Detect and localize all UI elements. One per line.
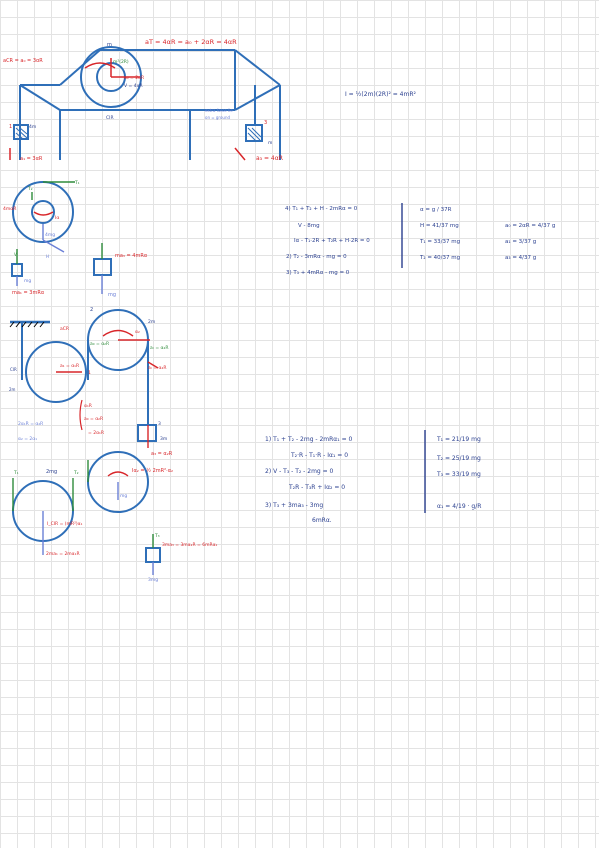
p2-alpha2: α₂ <box>135 330 140 335</box>
fbd-m3: ma₃ = 4mRα <box>115 253 148 259</box>
fbd2-t1: T₁ <box>13 470 19 476</box>
p2-brace-2: a₀ = α₂R <box>84 416 103 422</box>
part2-block-3 <box>137 424 157 442</box>
part1-fbd <box>11 181 112 277</box>
part1-diagram <box>13 46 281 160</box>
p1-eq-1: 4) T₁ + T₂ + H - 2mRα = 0 <box>285 206 358 212</box>
part2-equations: 1) T₁ + T₂ - 2mg - 2mRα₁ = 0 T₂·R - T₁·R… <box>265 436 353 524</box>
p1-alpha: α = g / 37R <box>420 207 452 213</box>
p1-at: a₀ = 2αR = 4/37 g <box>505 223 555 229</box>
p2-block-mass: 3m <box>160 436 167 442</box>
fbd-t1: T₁ <box>74 180 80 186</box>
block-3 <box>245 124 263 142</box>
p1-eq-2: V - 8mg <box>298 223 320 229</box>
p2-eq-6: 6mRα. <box>312 517 332 524</box>
p1-t1: T₁ = 33/37 mg <box>419 239 460 245</box>
fbd2-ia: Iα₂ = ½ 2mR²·α₂ <box>132 467 173 474</box>
fbd2-t2: T₂ <box>73 470 79 476</box>
p2-label-2: 2 <box>90 307 93 313</box>
fbd2-cir: I_CIR = (mR²)α₁ <box>47 521 83 527</box>
p1-h: H = 41/37 mg <box>420 223 459 229</box>
p2-eq-3: 2) V - T₃ - T₂ - 2mg = 0 <box>265 468 334 475</box>
fbd2-mass2: 2mg <box>46 469 57 475</box>
a3-label: a₃ = 4αR <box>256 155 283 162</box>
p2-eq-alpha: 2α₁R = α₂R <box>18 421 43 427</box>
p2-a3: a₃ = α₂R <box>151 451 173 457</box>
m2r-label: m²(2R) <box>113 59 129 65</box>
p2-eq-1: 1) T₁ + T₂ - 2mg - 2mRα₁ = 0 <box>265 436 353 443</box>
acr-label: aCR = a₀ = 3αR <box>3 58 43 64</box>
p1-eq-3: Iα - T₁·2R + T₂R + H·2R = 0 <box>294 238 370 244</box>
part1-equations: 4) T₁ + T₂ + H - 2mRα = 0 V - 8mg Iα - T… <box>285 206 370 276</box>
fbd-block-1 <box>11 263 23 277</box>
block-1 <box>13 124 29 140</box>
p2-eq-2: T₂·R - T₁·R - Iα₁ = 0 <box>290 452 348 459</box>
fbd2-block <box>145 547 161 563</box>
cir-label: CIR <box>106 115 114 121</box>
block1-mass: 4m <box>29 124 36 130</box>
center-label: m <box>107 42 112 48</box>
p1-a1: a₁ = 3/37 g <box>505 239 536 245</box>
p2-res-t1: T₁ = 21/19 mg <box>436 436 481 443</box>
p1-a3: a₃ = 4/37 g <box>505 255 536 261</box>
p2-eq-4: T₂R - T₃R + Iα₂ = 0 <box>288 484 345 491</box>
block3-mass: m <box>268 141 272 146</box>
part2-results: T₁ = 21/19 mg T₂ = 25/19 mg T₃ = 33/19 m… <box>436 436 481 510</box>
p2-eq-5: 3) T₃ + 3ma₃ - 3mg <box>265 502 323 509</box>
fbd-mass-label: 4mαR <box>3 206 16 212</box>
fbd2-m3: 3ma₃ = 3mα₂R = 6mRα₁ <box>162 542 218 548</box>
block1-num: 1 <box>9 124 12 130</box>
fbd-ma1: ma₁ = 3mRα <box>12 290 45 296</box>
big-pulley <box>80 46 142 108</box>
at-formula: aT = 4αR = a₀ + 2αR = 4αR <box>145 38 237 46</box>
block3-num: 3 <box>264 120 267 126</box>
v-label: V = 4αR <box>124 83 143 89</box>
fbd2-ma: 2ma₁ = 2mα₁R <box>46 551 80 557</box>
a1-label: a₁ = 3αR <box>20 156 43 162</box>
p2-res-t2: T₂ = 25/19 mg <box>436 455 481 462</box>
inertia-formula: I = ½(2m)(2R)² = 4mR² <box>345 91 417 98</box>
p2-m1: 2m <box>9 387 16 392</box>
p2-res-t3: T₃ = 33/19 mg <box>436 471 481 478</box>
lower-pulley <box>25 341 87 403</box>
fbd-t2: T₂ <box>27 186 33 192</box>
p2-a0: a₀ = α₂R <box>90 341 109 347</box>
fbd-mg1: mg <box>24 279 31 284</box>
p2-res-alpha: α₁ = 4/19 · g/R <box>437 503 481 510</box>
p1-eq-5: 3) T₃ + 4mRα - mg = 0 <box>286 270 350 276</box>
part1-motion-arrows <box>9 58 246 161</box>
p2-cir: CIR <box>10 367 17 372</box>
fbd-v: V <box>14 252 17 257</box>
p2-acr: aCR <box>60 326 69 332</box>
p2-eq-alpha2: α₂ = 2α₁ <box>18 436 37 442</box>
fbd-block-3 <box>93 258 112 276</box>
note-line-2: on = ground <box>205 115 230 120</box>
p2-ar-2: aᵣ = α₂R <box>148 365 166 371</box>
fbd-h: H <box>46 254 49 259</box>
p2-label-1: 1 <box>88 370 91 376</box>
part1-results: α = g / 37R H = 41/37 mg T₁ = 33/37 mg T… <box>419 207 555 261</box>
fbd-weight: 4mg <box>45 232 55 238</box>
a2r-label: a₀ = 2αR <box>124 75 144 81</box>
p1-eq-4: 2) T₂ - 3mRα - mg = 0 <box>286 254 347 260</box>
p1-t2: T₂ = 40/37 mg <box>419 255 460 261</box>
note-line-1: extra force lie <box>205 108 233 113</box>
part2-diagram <box>10 309 157 442</box>
fbd2-mg3: 3mg <box>148 577 158 583</box>
fbd2-mg: mg <box>120 494 127 499</box>
p2-m-label: 2m <box>148 319 155 325</box>
p2-a1: a₁ = α₁R <box>60 363 79 369</box>
p2-brace-1: α₁R <box>84 403 92 409</box>
fbd-inertia: Iα <box>55 215 59 221</box>
p2-brace-3: = 2α₁R <box>88 430 104 436</box>
p2-ar: aᵣ = α₂R <box>150 345 168 351</box>
p2-block-num: 3 <box>158 421 161 427</box>
fbd2-t3: T₃ <box>154 533 160 539</box>
fbd-mg3: mg <box>108 292 116 298</box>
